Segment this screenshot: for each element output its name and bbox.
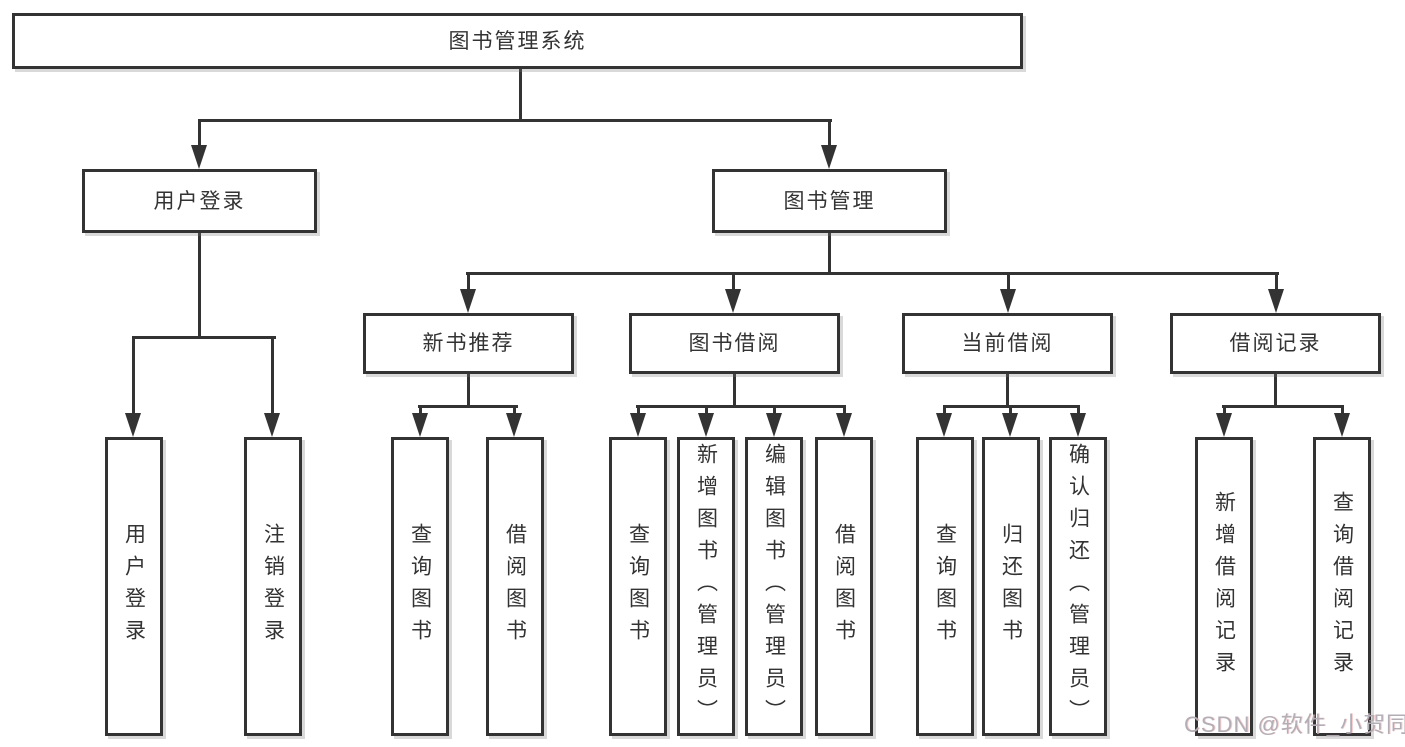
connector-level3-rail (466, 272, 1279, 275)
node-book-borrowing: 图书借阅 (629, 313, 840, 374)
arrow-down-icon (1000, 273, 1017, 313)
leaf-user-login: 用户登录 (105, 437, 163, 736)
leaf-label: 借阅图书 (832, 522, 856, 651)
arrow-down-icon (191, 120, 208, 169)
arrow-down-icon (264, 337, 281, 437)
arrow-down-icon (1002, 406, 1019, 437)
leaf-label: 查询图书 (408, 522, 432, 651)
leaf-edit-books-admin: 编辑图书（管理员） (745, 437, 803, 736)
csdn-watermark: CSDN @软件_小贺同学 (1184, 712, 1405, 737)
arrow-down-icon (821, 120, 838, 169)
arrow-down-icon (698, 406, 715, 437)
node-new-book-recommendation: 新书推荐 (363, 313, 574, 374)
node-user-login: 用户登录 (82, 169, 317, 233)
connector-user-login-rail (132, 336, 276, 339)
leaf-query-books: 查询图书 (391, 437, 449, 736)
leaf-borrow-books: 借阅图书 (486, 437, 544, 736)
node-current-borrowing: 当前借阅 (902, 313, 1113, 374)
arrow-down-icon (936, 406, 953, 437)
leaf-label: 查询借阅记录 (1330, 490, 1354, 683)
arrow-down-icon (836, 406, 853, 437)
arrow-down-icon (1334, 406, 1351, 437)
leaf-confirm-return-admin: 确认归还（管理员） (1049, 437, 1107, 736)
arrow-down-icon (412, 406, 429, 437)
leaf-query-books: 查询图书 (916, 437, 974, 736)
leaf-borrow-books: 借阅图书 (815, 437, 873, 736)
node-root-title: 图书管理系统 (12, 13, 1023, 69)
arrow-down-icon (630, 406, 647, 437)
leaf-add-books-admin: 新增图书（管理员） (677, 437, 735, 736)
leaf-label: 确认归还（管理员） (1066, 442, 1090, 731)
leaf-label: 新增图书（管理员） (694, 442, 718, 731)
arrow-down-icon (460, 273, 477, 313)
arrow-down-icon (1070, 406, 1087, 437)
node-book-management: 图书管理 (712, 169, 947, 233)
connector-borrow-records-rail (1222, 405, 1344, 408)
connector-book-mgmt-stem (828, 232, 831, 275)
node-label: 当前借阅 (961, 332, 1054, 355)
leaf-label: 编辑图书（管理员） (762, 442, 786, 731)
node-label: 借阅记录 (1229, 332, 1322, 355)
arrow-down-icon (506, 406, 523, 437)
leaf-label: 查询图书 (933, 522, 957, 651)
arrow-down-icon (766, 406, 783, 437)
leaf-query-borrow-record: 查询借阅记录 (1313, 437, 1371, 736)
leaf-label: 借阅图书 (503, 522, 527, 651)
arrow-down-icon (125, 337, 142, 437)
arrow-down-icon (1268, 273, 1285, 313)
connector-user-login-stem (198, 232, 201, 339)
connector-new-books-stem (467, 373, 470, 408)
leaf-logout: 注销登录 (244, 437, 302, 736)
connector-book-borrow-rail (636, 405, 846, 408)
leaf-label: 新增借阅记录 (1212, 490, 1236, 683)
connector-book-borrow-stem (733, 373, 736, 408)
node-label: 用户登录 (153, 189, 246, 213)
connector-level2-rail (198, 119, 832, 122)
leaf-label: 归还图书 (999, 522, 1023, 651)
connector-current-borrow-stem (1006, 373, 1009, 408)
leaf-query-books: 查询图书 (609, 437, 667, 736)
node-label: 图书借阅 (688, 332, 781, 355)
arrow-down-icon (1216, 406, 1233, 437)
leaf-label: 用户登录 (122, 522, 146, 651)
leaf-return-books: 归还图书 (982, 437, 1040, 736)
leaf-add-borrow-record: 新增借阅记录 (1195, 437, 1253, 736)
leaf-label: 查询图书 (626, 522, 650, 651)
node-label: 图书管理系统 (448, 29, 587, 53)
connector-new-books-rail (418, 405, 518, 408)
leaf-label: 注销登录 (261, 522, 285, 651)
connector-borrow-records-stem (1274, 373, 1277, 408)
connector-root-stem (519, 67, 522, 122)
arrow-down-icon (725, 273, 742, 313)
node-borrowing-records: 借阅记录 (1170, 313, 1381, 374)
node-label: 图书管理 (783, 189, 876, 213)
node-label: 新书推荐 (422, 332, 515, 355)
